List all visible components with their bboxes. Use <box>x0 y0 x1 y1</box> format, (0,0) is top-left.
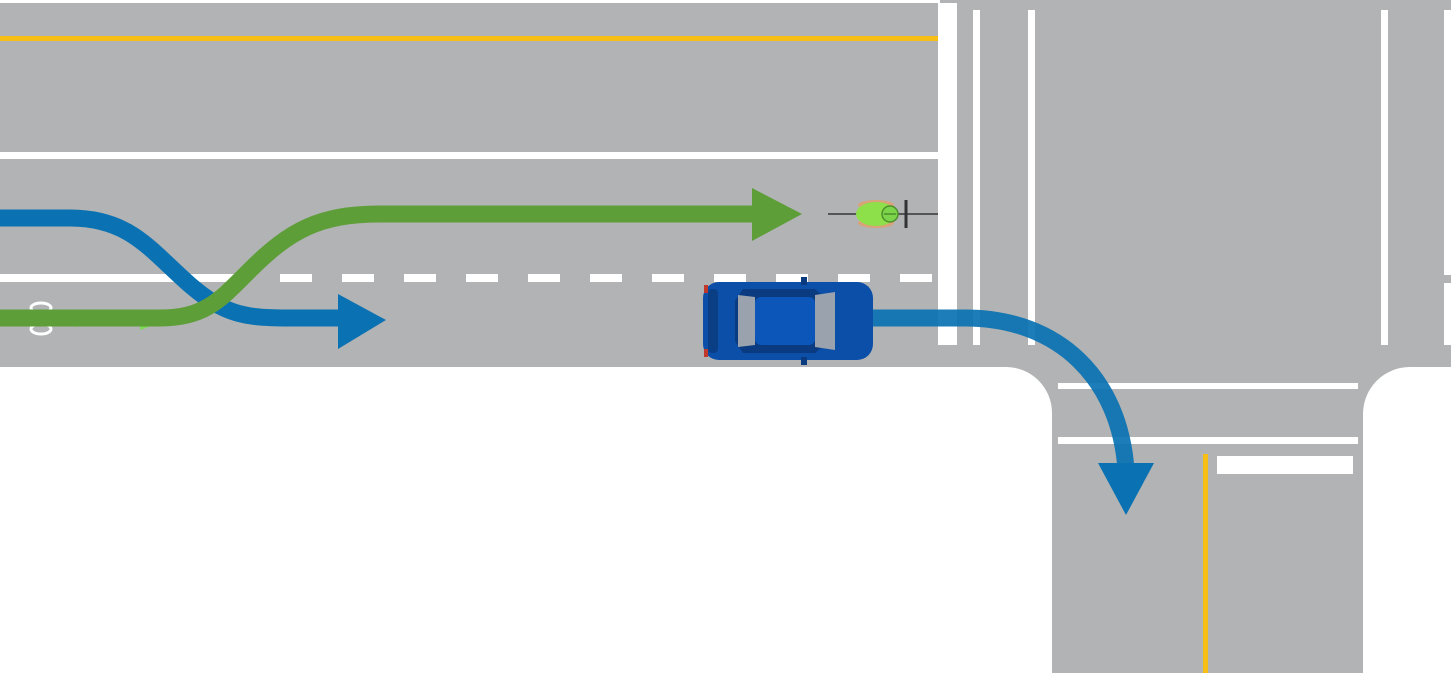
lane-dash <box>652 274 684 282</box>
crosswalk-line-1 <box>973 10 980 345</box>
bike-lane-dashed-line <box>0 274 932 282</box>
lane-line-solid-segment <box>0 274 250 282</box>
lane-dash <box>714 274 746 282</box>
crosswalk-line-3 <box>1381 10 1388 345</box>
car-icon <box>703 277 873 365</box>
corner-fillet-right <box>1363 367 1410 414</box>
bike-path-arrow <box>0 188 802 327</box>
center-line-yellow <box>0 36 940 41</box>
lane-dash <box>280 274 312 282</box>
stop-bar <box>938 3 957 345</box>
cyclist-icon <box>828 200 938 228</box>
side-center-line-yellow <box>1203 454 1208 673</box>
lane-divider <box>0 152 940 159</box>
lane-dash <box>776 274 808 282</box>
side-stop-bar <box>1217 456 1353 474</box>
top-edge-line <box>0 0 940 3</box>
side-crosswalk-line-2 <box>1058 437 1358 444</box>
lane-dash <box>528 274 560 282</box>
lane-dash <box>342 274 374 282</box>
lane-dash <box>466 274 498 282</box>
side-crosswalk-line-1 <box>1058 383 1358 389</box>
lane-dash <box>838 274 870 282</box>
car-merge-arrow <box>0 209 386 349</box>
crosswalk-line-4b <box>1444 283 1451 345</box>
lane-dash <box>404 274 436 282</box>
crosswalk-line-4 <box>1444 10 1451 275</box>
lane-dash <box>900 274 932 282</box>
crosswalk-line-2 <box>1028 10 1035 345</box>
car-right-turn-arrow <box>860 309 1154 515</box>
corner-fillet-left <box>1006 367 1052 413</box>
lane-dash <box>590 274 622 282</box>
